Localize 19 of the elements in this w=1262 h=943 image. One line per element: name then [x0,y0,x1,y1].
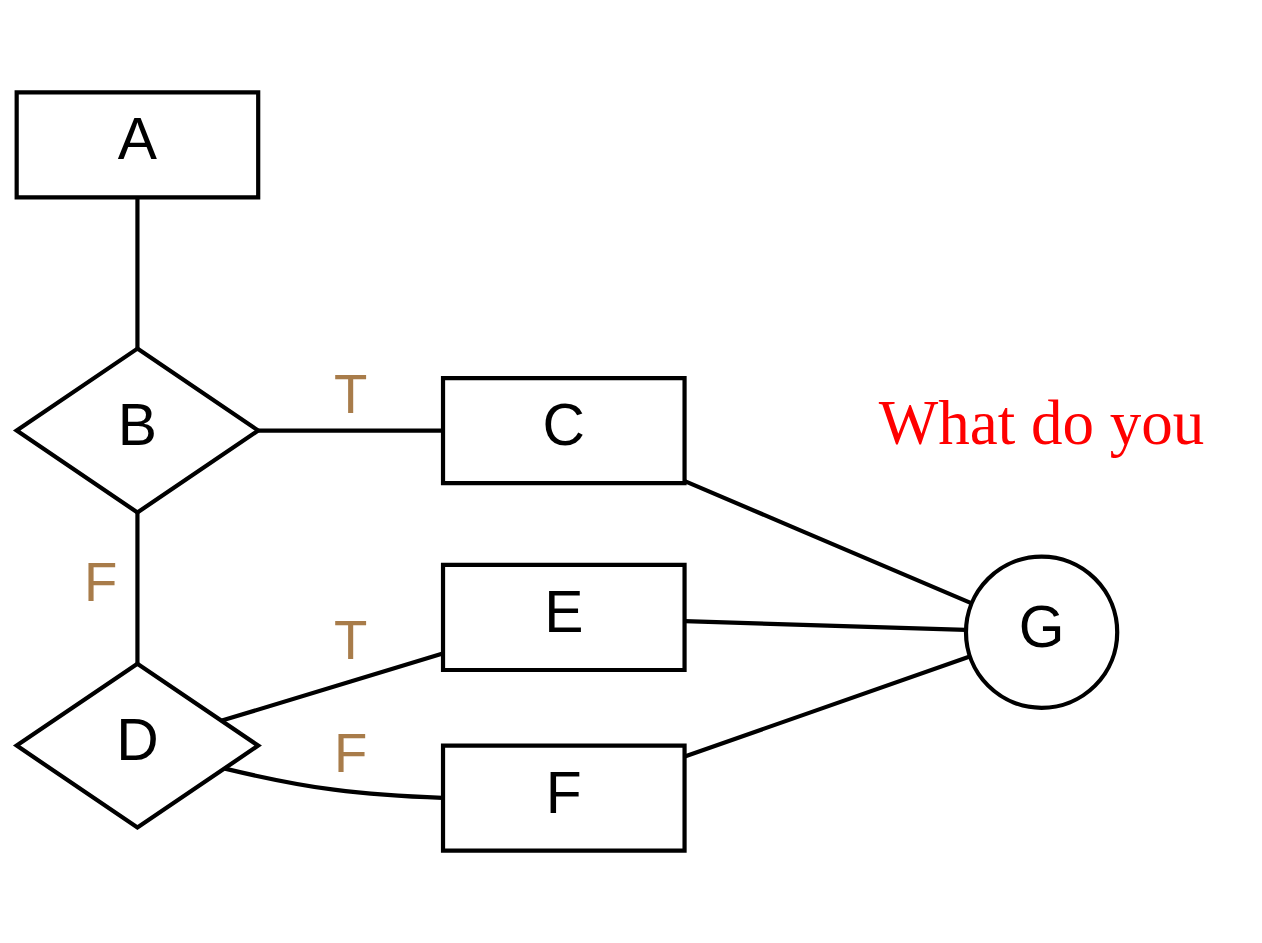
connector [224,766,443,800]
connector [683,479,972,605]
node-diamond: D [12,661,262,831]
node-box: F [440,743,687,853]
edge-label: T [333,610,368,672]
connector [684,654,971,759]
edge-label: F [333,723,368,785]
node-circle: G [963,554,1120,710]
node-box: C [440,375,687,486]
connector [258,428,443,433]
edge-label: F [84,552,118,614]
connector [221,651,444,723]
node-box: E [440,562,687,673]
node-box: A [14,90,261,200]
label: What do you [878,388,1205,459]
connector [135,198,140,349]
connector [684,619,966,632]
connector [135,512,140,664]
edge-label: T [333,364,368,426]
